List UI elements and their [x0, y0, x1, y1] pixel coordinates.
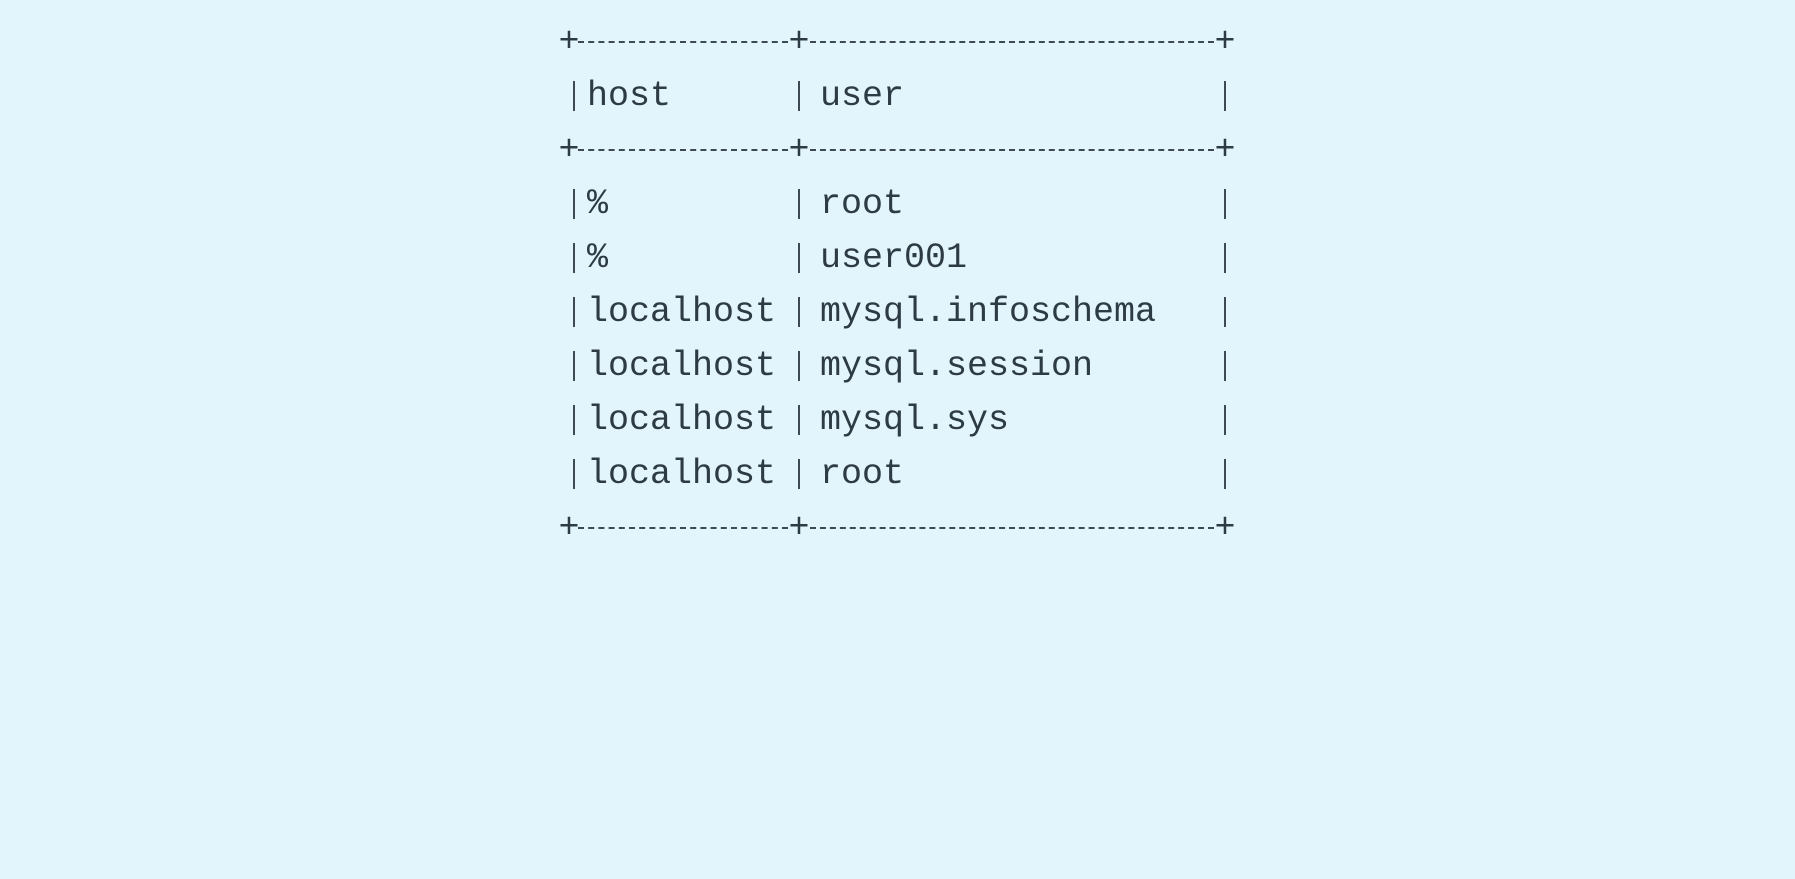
border-dash: [578, 149, 788, 151]
query-result-table: + + + host user + + + % root % user001: [558, 15, 1238, 555]
cell-host: %: [587, 238, 609, 278]
column-separator: [798, 297, 800, 327]
cell-user: user001: [820, 238, 968, 278]
border-corner: +: [788, 508, 810, 548]
border-corner: +: [1214, 22, 1236, 62]
cell-host: localhost: [587, 400, 777, 440]
cell-host: %: [587, 184, 609, 224]
cell-user: root: [820, 454, 905, 494]
border-corner: +: [558, 130, 580, 170]
border-dash: [810, 41, 1214, 43]
column-separator: [573, 405, 575, 435]
cell-host: localhost: [587, 346, 777, 386]
border-corner: +: [558, 22, 580, 62]
column-separator: [1224, 459, 1226, 489]
column-separator: [573, 459, 575, 489]
border-corner: +: [788, 22, 810, 62]
column-separator: [573, 297, 575, 327]
table-border-bottom: + + +: [558, 501, 1238, 555]
column-header-user: user: [820, 76, 905, 116]
cell-host: localhost: [587, 454, 777, 494]
border-dash: [578, 527, 788, 529]
border-dash: [810, 149, 1214, 151]
table-row: localhost mysql.session: [558, 339, 1238, 393]
column-separator: [1224, 297, 1226, 327]
column-separator: [798, 405, 800, 435]
border-corner: +: [558, 508, 580, 548]
column-separator: [1224, 243, 1226, 273]
table-border-top: + + +: [558, 15, 1238, 69]
column-separator: [1224, 81, 1226, 111]
table-border-header: + + +: [558, 123, 1238, 177]
table-row: % root: [558, 177, 1238, 231]
cell-user: mysql.infoschema: [820, 292, 1157, 332]
column-separator: [1224, 189, 1226, 219]
cell-user: root: [820, 184, 905, 224]
border-corner: +: [1214, 130, 1236, 170]
column-separator: [573, 243, 575, 273]
table-row: localhost mysql.infoschema: [558, 285, 1238, 339]
column-separator: [573, 189, 575, 219]
column-separator: [573, 81, 575, 111]
border-dash: [578, 41, 788, 43]
border-corner: +: [788, 130, 810, 170]
column-separator: [1224, 351, 1226, 381]
table-row: localhost mysql.sys: [558, 393, 1238, 447]
column-separator: [798, 243, 800, 273]
column-separator: [798, 189, 800, 219]
column-separator: [798, 351, 800, 381]
column-header-host: host: [587, 76, 672, 116]
cell-user: mysql.session: [820, 346, 1094, 386]
border-dash: [810, 527, 1214, 529]
column-separator: [798, 81, 800, 111]
column-separator: [1224, 405, 1226, 435]
border-corner: +: [1214, 508, 1236, 548]
cell-host: localhost: [587, 292, 777, 332]
column-separator: [798, 459, 800, 489]
column-separator: [573, 351, 575, 381]
table-header-row: host user: [558, 69, 1238, 123]
table-row: localhost root: [558, 447, 1238, 501]
cell-user: mysql.sys: [820, 400, 1010, 440]
table-row: % user001: [558, 231, 1238, 285]
